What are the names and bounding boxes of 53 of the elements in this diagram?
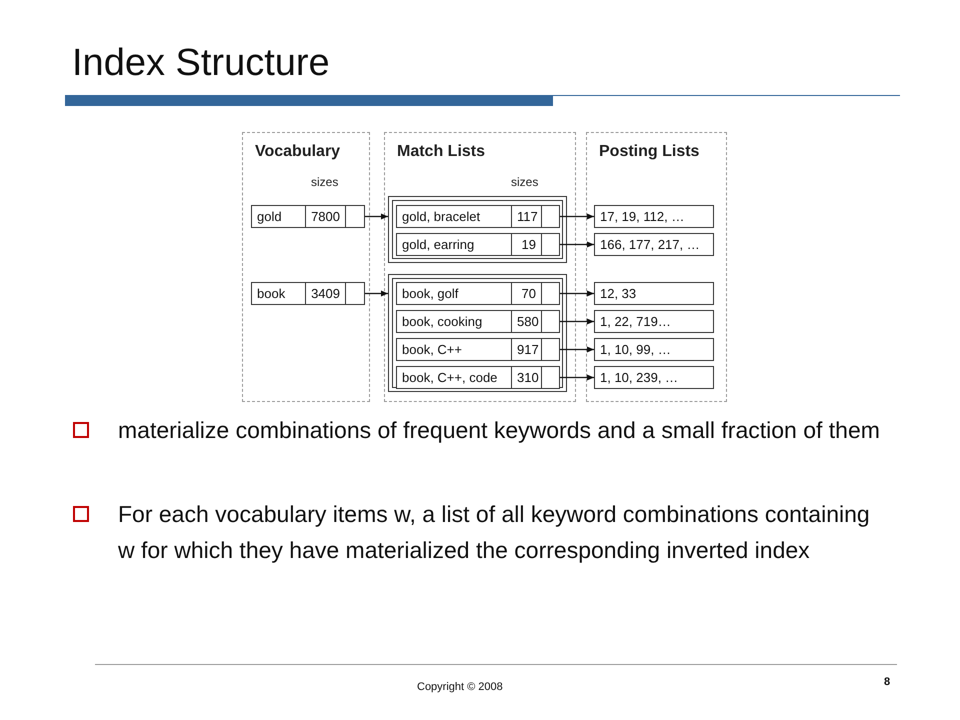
posting-list-box: 1, 22, 719… [594, 310, 714, 333]
key-text: gold, bracelet [397, 206, 512, 227]
record-row [251, 282, 365, 305]
size-number: 70 [512, 283, 542, 304]
page-number: 8 [884, 676, 890, 688]
size-number: 7800 [306, 206, 346, 227]
arrow [365, 214, 388, 220]
key-text: book, C++, code [397, 367, 512, 388]
arrow [560, 318, 594, 324]
size-number: 19 [512, 234, 542, 255]
key-text: book [252, 283, 306, 304]
record-row [396, 205, 560, 228]
slide-title: Index Structure [72, 42, 330, 85]
posting-list-box: 1, 10, 99, … [594, 338, 714, 361]
column-panel [384, 132, 576, 402]
posting-list-box: 166, 177, 217, … [594, 233, 714, 256]
record-row [396, 366, 560, 389]
key-text: book, C++ [397, 339, 512, 360]
record-row [396, 233, 560, 256]
posting-list-box: 17, 19, 112, … [594, 205, 714, 228]
arrow [560, 242, 594, 248]
record-row [396, 282, 560, 305]
panel-heading: Match Lists [397, 143, 486, 161]
bullet-text: For each vocabulary items w, a list of all keyword combinations containing w for which they have materialized the corresponding inverted index [118, 500, 871, 565]
panel-heading: Vocabulary [255, 143, 340, 161]
key-text: book, cooking [397, 311, 512, 332]
size-number: 310 [512, 367, 542, 388]
size-number: 917 [512, 339, 542, 360]
size-number: 580 [512, 311, 542, 332]
record-row [396, 310, 560, 333]
column-label: sizes [311, 175, 338, 189]
arrow [560, 374, 594, 380]
posting-list-box: 1, 10, 239, … [594, 366, 714, 389]
column-label: sizes [511, 175, 538, 189]
arrow [560, 290, 594, 296]
posting-list-box: 12, 33 [594, 282, 714, 305]
size-number: 117 [512, 206, 542, 227]
copyright-text: Copyright © 2008 [417, 681, 503, 693]
panel-heading: Posting Lists [599, 143, 700, 161]
arrow [365, 290, 388, 296]
record-row [396, 338, 560, 361]
arrow [560, 346, 594, 352]
key-text: gold, earring [397, 234, 512, 255]
size-number: 3409 [306, 283, 346, 304]
list-group-box [388, 274, 567, 392]
list-group-box [388, 196, 567, 263]
bullet-text: materialize combinations of frequent keywords and a small fraction of them [118, 416, 881, 445]
key-text: book, golf [397, 283, 512, 304]
record-row [251, 205, 365, 228]
key-text: gold [252, 206, 306, 227]
column-panel [242, 132, 370, 402]
arrow [560, 214, 594, 220]
column-panel [586, 132, 727, 402]
